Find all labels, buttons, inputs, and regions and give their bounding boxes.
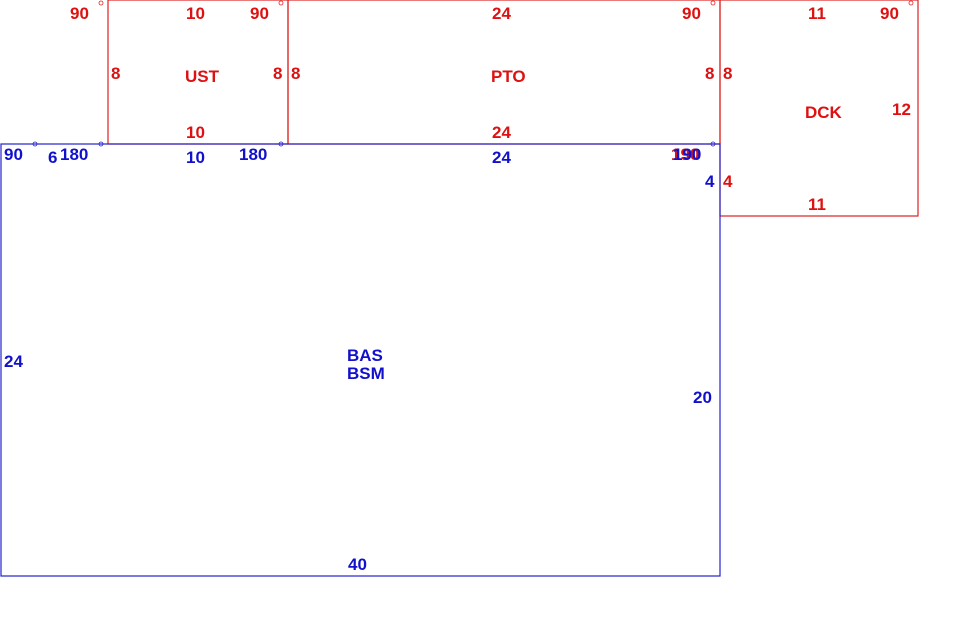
ust-room-name: UST xyxy=(185,67,220,86)
vertex-marker xyxy=(908,0,914,6)
ust-dim-top: 10 xyxy=(186,4,205,23)
bas-dim-bottom: 40 xyxy=(348,555,367,574)
dck-angle-top-right: 90 xyxy=(880,4,899,23)
bas-angle-ust-right: 180 xyxy=(239,145,267,164)
pto-dim-top: 24 xyxy=(492,4,511,23)
dck-room-outline xyxy=(719,0,919,217)
vertex-marker xyxy=(32,141,38,147)
pto-dim-bottom: 24 xyxy=(492,123,511,142)
bas-angle-pto-right: 190 xyxy=(673,145,701,164)
pto-angle-top-right: 90 xyxy=(682,4,701,23)
vertex-marker xyxy=(710,141,716,147)
dck-dim-top: 11 xyxy=(808,4,826,23)
vertex-marker xyxy=(98,141,104,147)
dck-dim-left-lower: 4 xyxy=(723,172,733,191)
bas-dim-top-ust: 10 xyxy=(186,148,205,167)
pto-angle-bottom-right: 190 xyxy=(671,145,699,164)
ust-dim-right: 8 xyxy=(273,64,282,83)
vertex-marker xyxy=(278,141,284,147)
pto-room-name: PTO xyxy=(491,67,526,86)
ust-dim-bottom: 10 xyxy=(186,123,205,142)
pto-dim-right: 8 xyxy=(705,64,714,83)
vertex-marker xyxy=(710,0,716,6)
dck-dim-right: 12 xyxy=(892,100,911,119)
ust-angle-top-left: 90 xyxy=(70,4,89,23)
vertex-marker xyxy=(98,0,104,6)
dck-room-name: DCK xyxy=(805,103,843,122)
bas-room-outline xyxy=(0,143,721,577)
bas-angle-near-left: 6 xyxy=(48,148,57,167)
pto-dim-left: 8 xyxy=(291,64,300,83)
bas-angle-top-left: 90 xyxy=(4,145,23,164)
ust-dim-left: 8 xyxy=(111,64,120,83)
vertex-marker xyxy=(278,0,284,6)
bas-dim-left: 24 xyxy=(4,352,23,371)
ust-angle-top-right: 90 xyxy=(250,4,269,23)
bas-room-name: BAS xyxy=(347,346,383,365)
bas-dim-top-pto: 24 xyxy=(492,148,511,167)
bas-room-subname: BSM xyxy=(347,364,385,383)
bas-dim-right-upper: 4 xyxy=(705,172,715,191)
bas-dim-right: 20 xyxy=(693,388,712,407)
dck-dim-bottom: 11 xyxy=(808,195,826,214)
bas-angle-ust-left: 180 xyxy=(60,145,88,164)
dck-dim-left: 8 xyxy=(723,64,732,83)
